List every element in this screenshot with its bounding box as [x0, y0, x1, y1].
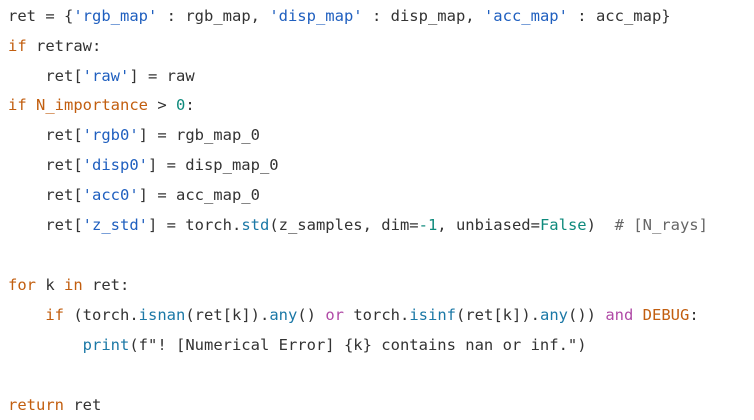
- code-token: ret: [8, 7, 36, 25]
- code-token: k: [36, 276, 64, 294]
- code-token: (ret[k]).: [185, 306, 270, 324]
- code-token: torch.: [344, 306, 410, 324]
- code-token: if: [8, 96, 27, 114]
- code-line: if retraw:: [8, 36, 101, 56]
- code-line: ret['z_std'] = torch.std(z_samples, dim=…: [8, 215, 708, 235]
- code-token: ret[: [8, 156, 83, 174]
- code-token: False: [539, 216, 587, 234]
- code-token: (): [297, 306, 326, 324]
- code-line: ret['disp0'] = disp_map_0: [8, 155, 279, 175]
- code-token: if: [45, 306, 64, 324]
- code-token: [27, 96, 36, 114]
- code-token: print: [82, 336, 130, 354]
- code-token: ret[: [8, 126, 83, 144]
- code-token: :: [185, 96, 195, 114]
- code-token: : rgb_map,: [157, 7, 270, 25]
- code-token: ret[: [8, 216, 83, 234]
- code-token: 0: [176, 96, 186, 114]
- code-token: any: [540, 306, 568, 324]
- code-token: ] = raw: [129, 67, 195, 85]
- code-token: ] = rgb_map_0: [138, 126, 260, 144]
- code-token: 'raw': [82, 67, 130, 85]
- code-token: 'disp_map': [269, 7, 363, 25]
- code-token: ret[: [8, 67, 83, 85]
- code-token: ): [586, 216, 615, 234]
- code-token: (ret[k]).: [456, 306, 540, 324]
- code-token: isinf: [409, 306, 456, 324]
- code-line: for k in ret:: [8, 275, 129, 295]
- code-token: (z_samples, dim=: [269, 216, 419, 234]
- code-token: ret[: [8, 186, 83, 204]
- code-token: ()): [568, 306, 606, 324]
- code-token: = {: [36, 7, 74, 25]
- code-line: ret['raw'] = raw: [8, 66, 195, 86]
- code-token: ] = torch.: [147, 216, 242, 234]
- code-token: # [N_rays]: [614, 216, 708, 234]
- code-token: 'acc0': [82, 186, 139, 204]
- code-token: if: [8, 37, 27, 55]
- code-token: , unbiased=: [437, 216, 540, 234]
- code-token: 'z_std': [82, 216, 148, 234]
- code-token: ] = acc_map_0: [138, 186, 260, 204]
- code-token: [8, 336, 83, 354]
- code-token: : acc_map}: [567, 7, 671, 25]
- code-token: ret:: [82, 276, 130, 294]
- code-line: print(f"! [Numerical Error] {k} contains…: [8, 335, 587, 355]
- code-line: ret['acc0'] = acc_map_0: [8, 185, 260, 205]
- code-token: [633, 306, 642, 324]
- code-line: if N_importance > 0:: [8, 95, 195, 115]
- code-line: if (torch.isnan(ret[k]).any() or torch.i…: [8, 305, 699, 325]
- code-token: : disp_map,: [362, 7, 484, 25]
- code-token: (f"! [Numerical Error] {k} contains nan …: [129, 336, 587, 354]
- code-token: >: [148, 96, 176, 114]
- code-line: ret = {'rgb_map' : rgb_map, 'disp_map' :…: [8, 6, 671, 26]
- code-line: ret['rgb0'] = rgb_map_0: [8, 125, 260, 145]
- code-token: any: [269, 306, 298, 324]
- code-token: N_importance: [36, 96, 148, 114]
- code-token: 'rgb0': [82, 126, 139, 144]
- code-token: in: [64, 276, 83, 294]
- code-token: 'rgb_map': [73, 7, 158, 25]
- code-line: return ret: [8, 395, 101, 415]
- code-token: :: [689, 306, 699, 324]
- code-token: retraw:: [26, 37, 102, 55]
- code-token: or: [325, 306, 344, 324]
- code-token: ] = disp_map_0: [147, 156, 279, 174]
- code-token: (torch.: [64, 306, 139, 324]
- code-token: for: [8, 276, 36, 294]
- code-token: 'disp0': [82, 156, 148, 174]
- code-token: -1: [418, 216, 438, 234]
- code-token: isnan: [138, 306, 186, 324]
- code-token: std: [241, 216, 270, 234]
- code-token: 'acc_map': [483, 7, 568, 25]
- code-token: DEBUG: [642, 306, 690, 324]
- code-token: return: [8, 396, 64, 414]
- code-token: and: [605, 306, 634, 324]
- code-token: [8, 306, 45, 324]
- code-token: ret: [64, 396, 102, 414]
